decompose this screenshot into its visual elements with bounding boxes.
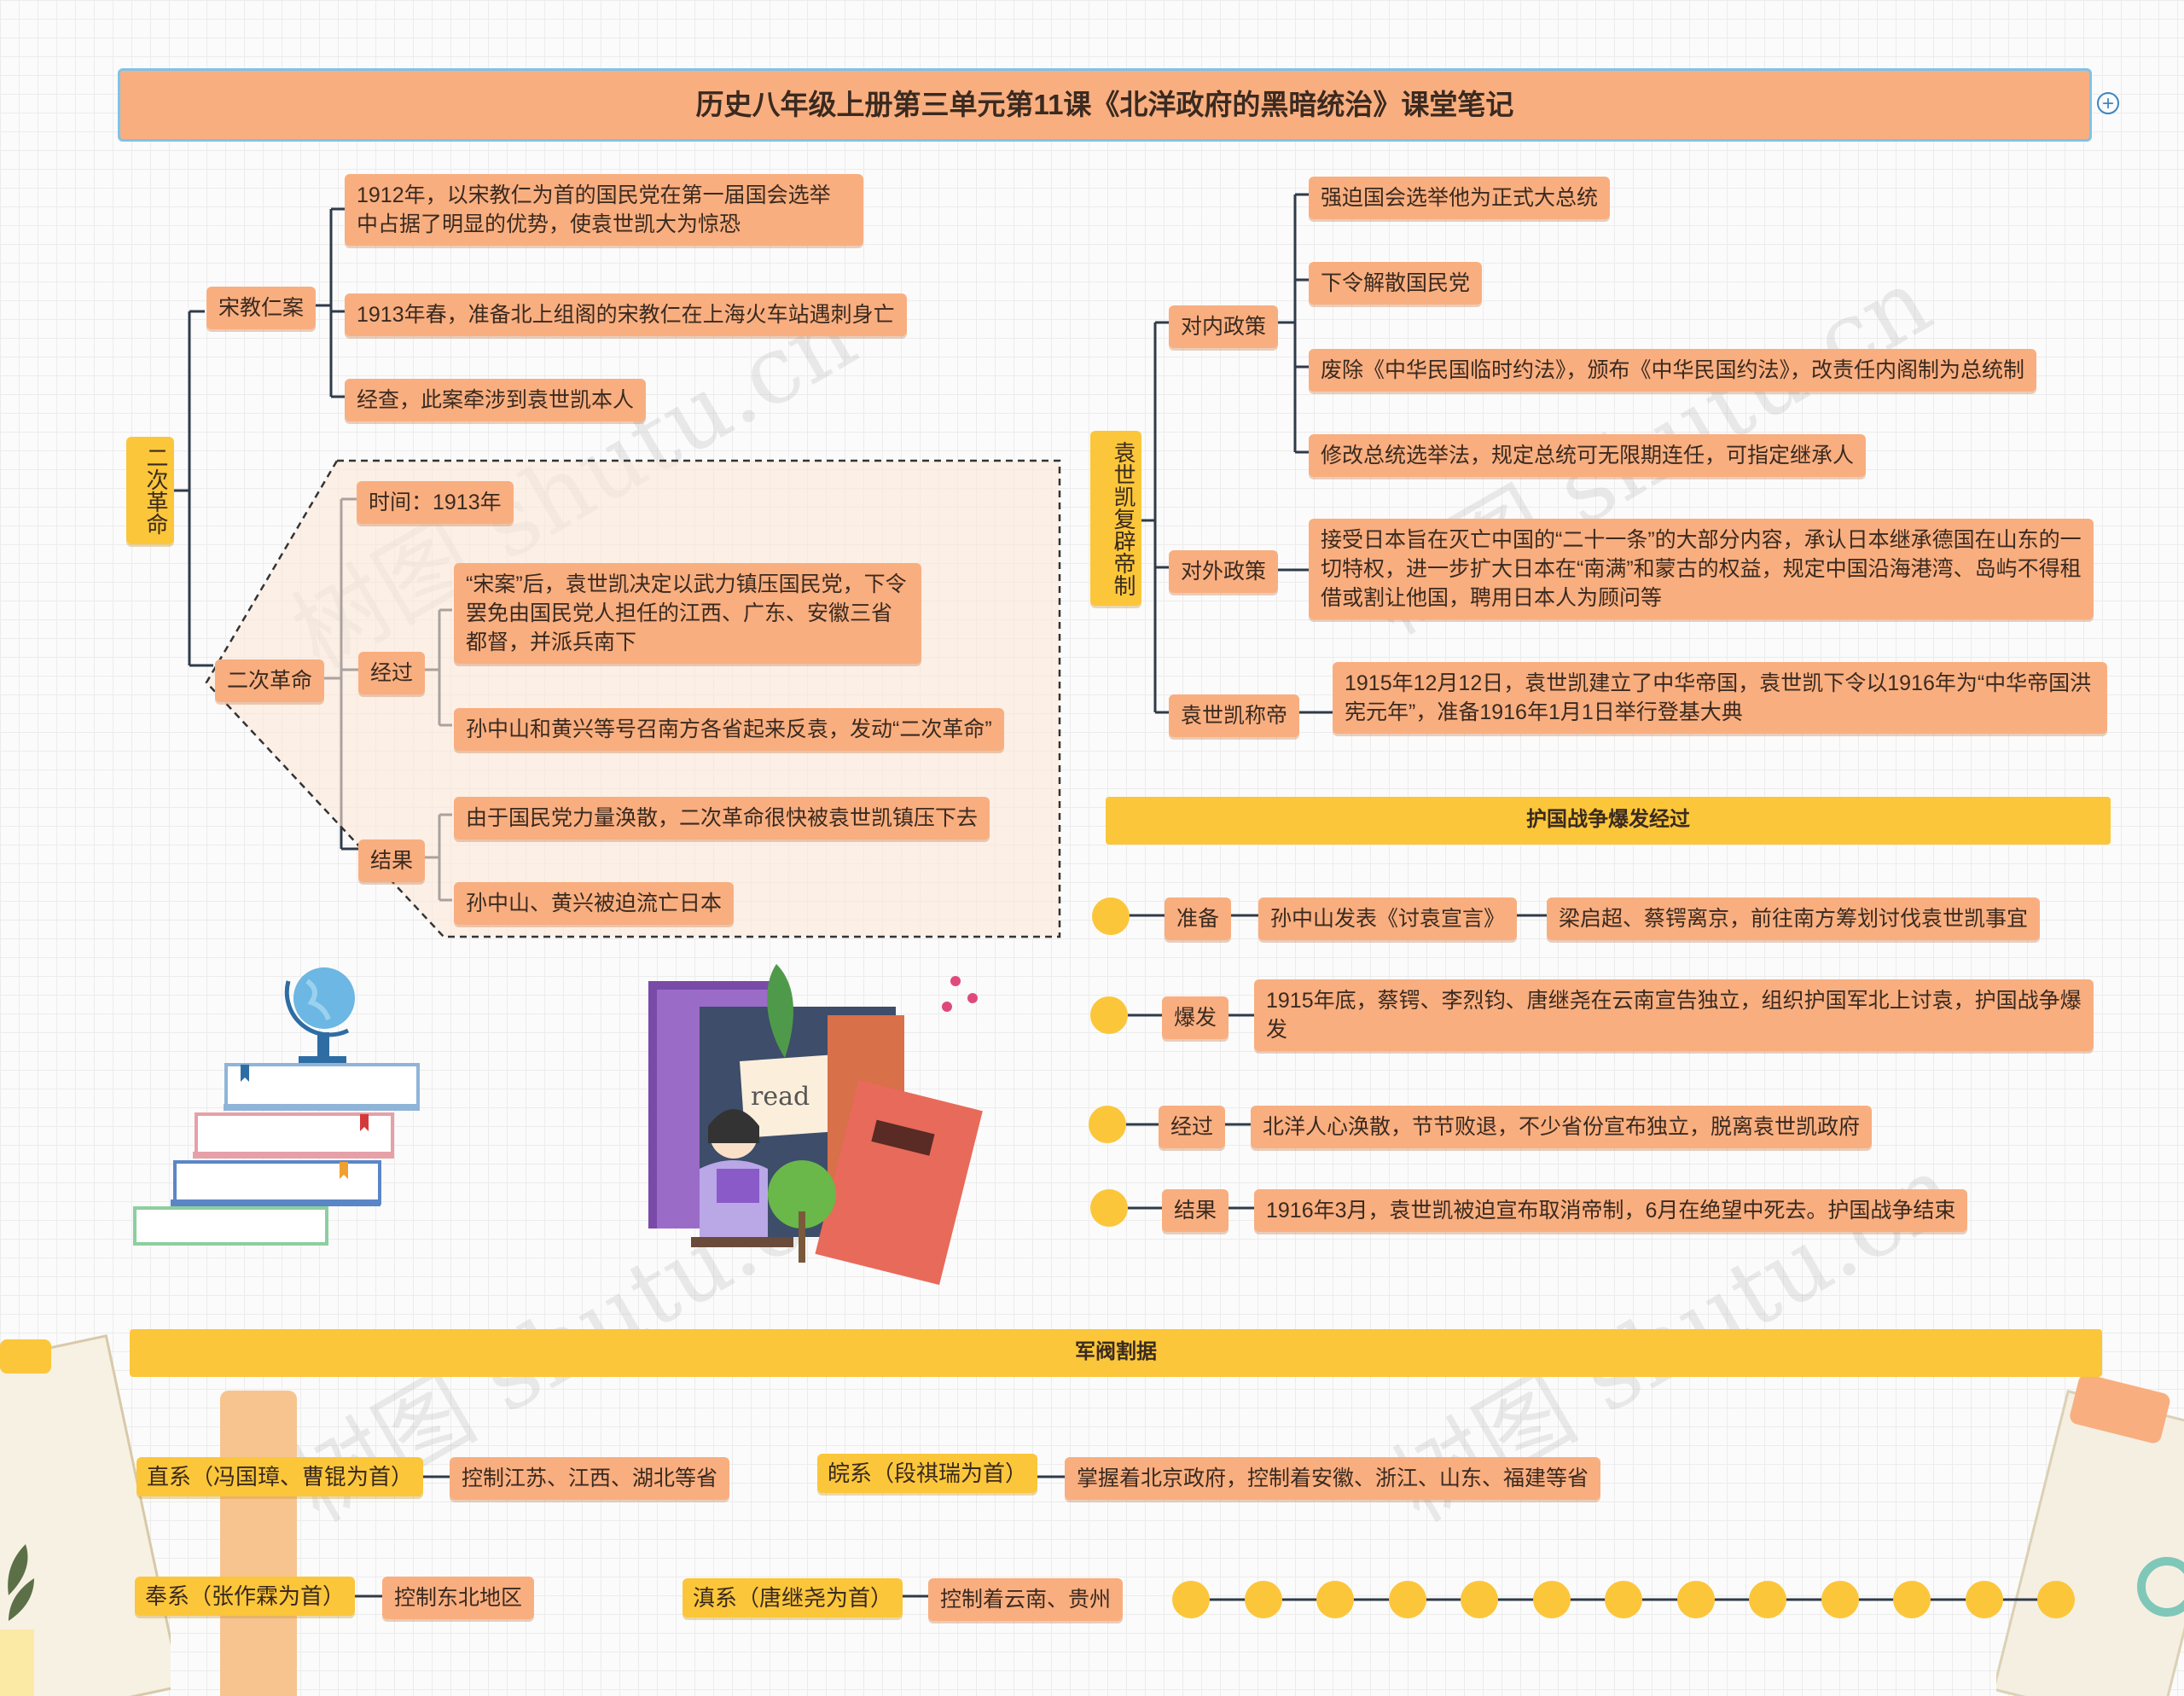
war-dot <box>1090 1189 1128 1227</box>
warlord-dian-label[interactable]: 滇系（唐继尧为首） <box>682 1578 903 1618</box>
domestic-item-4[interactable]: 修改总统选举法，规定总统可无限期连任，可指定继承人 <box>1309 434 1867 477</box>
root-second-revolution[interactable]: 二次革命 <box>126 437 174 544</box>
rev-result-label[interactable]: 结果 <box>358 839 426 882</box>
warlord-dian-text[interactable]: 控制着云南、贵州 <box>928 1578 1124 1621</box>
rev-process-2[interactable]: 孙中山和黄兴等号召南方各省起来反袁，发动“二次革命” <box>454 708 1004 751</box>
warlord-wan-label[interactable]: 皖系（段祺瑞为首） <box>817 1454 1038 1493</box>
war-prepare-text[interactable]: 孙中山发表《讨袁宣言》 <box>1258 897 1518 940</box>
foreign-text[interactable]: 接受日本旨在灭亡中国的“二十一条”的大部分内容，承认日本继承德国在山东的一切特权… <box>1309 519 2094 619</box>
branch-domestic-policy[interactable]: 对内政策 <box>1169 305 1279 348</box>
branch-song-case[interactable]: 宋教仁案 <box>206 287 317 329</box>
rev-time[interactable]: 时间：1913年 <box>357 481 514 524</box>
warlord-zhi-text[interactable]: 控制江苏、江西、湖北等省 <box>450 1457 730 1500</box>
page-title: 历史八年级上册第三单元第11课《北洋政府的黑暗统治》课堂笔记 <box>118 68 2092 142</box>
chain-dot <box>1532 1581 1571 1618</box>
read-sign-text: read <box>751 1082 810 1112</box>
branch-foreign-policy[interactable]: 对外政策 <box>1169 550 1279 593</box>
song-item-1[interactable]: 1912年，以宋教仁为首的国民党在第一届国会选举中占据了明显的优势，使袁世凯大为… <box>345 174 863 246</box>
notebook-decoration <box>0 1334 171 1696</box>
song-item-3[interactable]: 经查，此案牵涉到袁世凯本人 <box>345 379 647 421</box>
chain-dot <box>1388 1581 1426 1618</box>
rev-process-1[interactable]: “宋案”后，袁世凯决定以武力镇压国民党，下令罢免由国民党人担任的江西、广东、安徽… <box>454 563 921 664</box>
root-yuan-restoration[interactable]: 袁世凯复辟帝制 <box>1090 431 1141 606</box>
song-item-2[interactable]: 1913年春，准备北上组阁的宋教仁在上海火车站遇刺身亡 <box>345 293 907 336</box>
chain-dot <box>1893 1581 1931 1618</box>
section-warlord-title: 军阀割据 <box>130 1329 2102 1377</box>
rev-result-2[interactable]: 孙中山、黄兴被迫流亡日本 <box>454 882 735 925</box>
domestic-item-3[interactable]: 废除《中华民国临时约法》，颁布《中华民国约法》，改责任内阁制为总统制 <box>1309 349 2037 392</box>
war-process-text[interactable]: 北洋人心涣散，节节败退，不少省份宣布独立，脱离袁世凯政府 <box>1251 1106 1873 1148</box>
warlord-zhi-label[interactable]: 直系（冯国璋、曹锟为首） <box>136 1457 424 1496</box>
expand-icon[interactable]: + <box>2097 92 2119 114</box>
war-label-prepare[interactable]: 准备 <box>1165 897 1232 940</box>
war-label-process[interactable]: 经过 <box>1159 1106 1226 1148</box>
war-dot <box>1090 996 1128 1034</box>
war-label-outbreak[interactable]: 爆发 <box>1162 996 1229 1039</box>
war-dot <box>1092 897 1130 935</box>
chain-dot <box>1749 1581 1786 1618</box>
chain-dot <box>1821 1581 1859 1618</box>
warlord-feng-text[interactable]: 控制东北地区 <box>382 1577 535 1619</box>
chain-dot <box>1316 1581 1354 1618</box>
war-result-text[interactable]: 1916年3月，袁世凯被迫宣布取消帝制，6月在绝望中死去。护国战争结束 <box>1254 1189 1968 1232</box>
warlord-wan-text[interactable]: 掌握着北京政府，控制着安徽、浙江、山东、福建等省 <box>1065 1457 1601 1500</box>
war-prepare-text2[interactable]: 梁启超、蔡锷离京，前往南方筹划讨伐袁世凯事宜 <box>1547 897 2041 940</box>
branch-yuan-emperor[interactable]: 袁世凯称帝 <box>1169 694 1300 737</box>
chain-dot <box>1172 1581 1210 1618</box>
rev-process-label[interactable]: 经过 <box>358 652 426 694</box>
clipboard-decoration <box>1996 1374 2184 1696</box>
chain-dot <box>1244 1581 1282 1618</box>
orange-bar-decoration <box>220 1391 297 1696</box>
chain-dot <box>1605 1581 1642 1618</box>
war-dot <box>1089 1106 1126 1143</box>
emperor-text[interactable]: 1915年12月12日，袁世凯建立了中华帝国，袁世凯下令以1916年为“中华帝国… <box>1333 662 2107 734</box>
rev-result-1[interactable]: 由于国民党力量涣散，二次革命很快被袁世凯镇压下去 <box>454 797 990 839</box>
domestic-item-1[interactable]: 强迫国会选举他为正式大总统 <box>1309 177 1611 219</box>
section-war-title: 护国战争爆发经过 <box>1106 797 2111 845</box>
books-globe-illustration <box>133 967 420 1246</box>
chain-dot <box>1461 1581 1498 1618</box>
domestic-item-2[interactable]: 下令解散国民党 <box>1309 262 1483 305</box>
girl-reading-illustration: read <box>648 964 983 1286</box>
warlord-feng-label[interactable]: 奉系（张作霖为首） <box>135 1577 356 1616</box>
chain-dot <box>2037 1581 2075 1618</box>
war-outbreak-text[interactable]: 1915年底，蔡锷、李烈钧、唐继尧在云南宣告独立，组织护国军北上讨袁，护国战争爆… <box>1254 979 2094 1051</box>
war-label-result[interactable]: 结果 <box>1162 1189 1229 1232</box>
chain-dot <box>1676 1581 1715 1618</box>
branch-second-revolution[interactable]: 二次革命 <box>215 659 325 702</box>
chain-dot <box>1965 1581 2003 1618</box>
